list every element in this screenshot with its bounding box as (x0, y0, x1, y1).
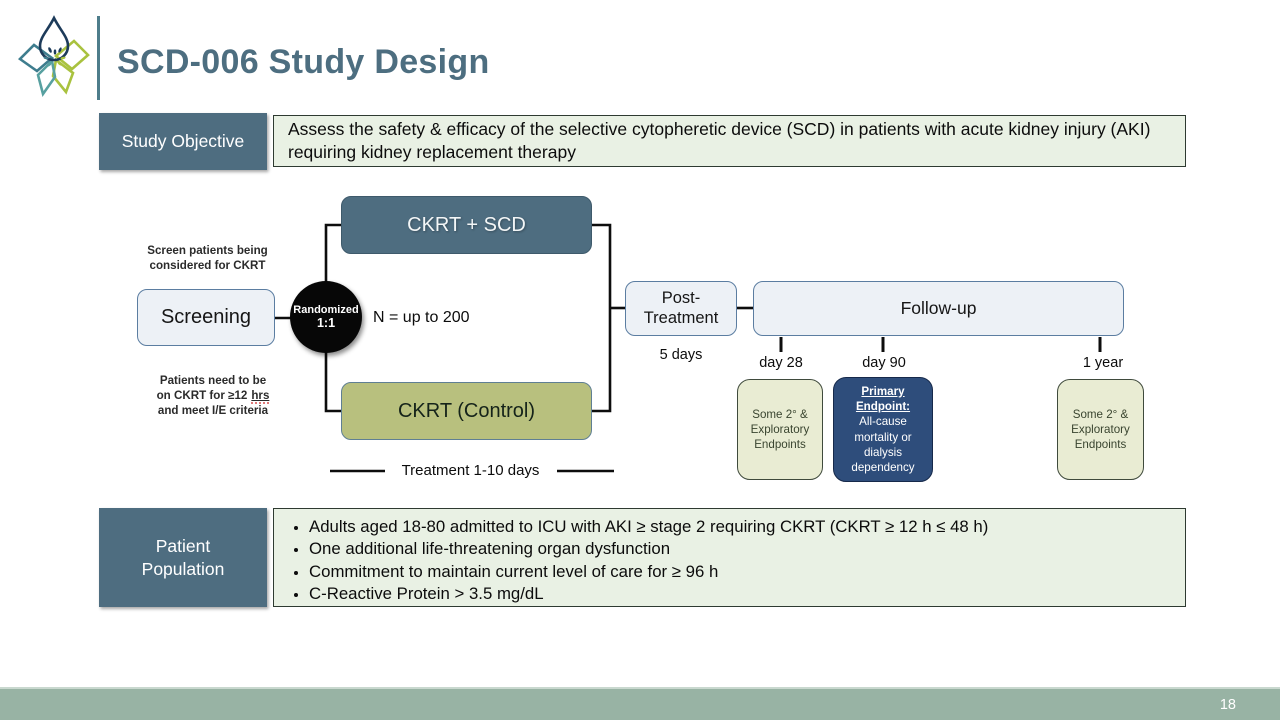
patient-population-box: Adults aged 18-80 admitted to ICU with A… (273, 508, 1186, 607)
post-treatment-label: Post-Treatment (644, 289, 719, 329)
primary-endpoint-title: Primary Endpoint: (855, 384, 911, 413)
study-objective-label: Study Objective (99, 113, 267, 170)
bullet-item: Commitment to maintain current level of … (309, 561, 1175, 583)
company-logo-icon (17, 15, 90, 98)
patient-population-label-line1: Patient (155, 535, 211, 556)
study-objective-label-text: Study Objective (121, 131, 245, 152)
ckrt-note-line2-prefix: on CKRT for ≥12 (156, 389, 248, 403)
secondary-endpoints-box-day28: Some 2° & Exploratory Endpoints (737, 379, 823, 480)
bullet-item: C-Reactive Protein > 3.5 mg/dL (309, 583, 1175, 605)
secondary-endpoints-box-1year: Some 2° & Exploratory Endpoints (1057, 379, 1144, 480)
timepoint-day90: day 90 (862, 355, 906, 371)
study-objective-text: Assess the safety & efficacy of the sele… (288, 118, 1151, 162)
followup-box: Follow-up (753, 281, 1124, 336)
secondary-endpoints-text-right: Some 2° & Exploratory Endpoints (1071, 407, 1130, 452)
ckrt-note-line1: Patients need to be (159, 374, 267, 387)
followup-label: Follow-up (900, 298, 977, 318)
arm-ckrt-scd-box: CKRT + SCD (341, 196, 592, 254)
sample-size-label: N = up to 200 (373, 309, 470, 326)
post-treatment-line2: Treatment (643, 308, 719, 327)
secondary-endpoints-text-left: Some 2° & Exploratory Endpoints (750, 407, 810, 452)
study-objective-text-box: Assess the safety & efficacy of the sele… (273, 115, 1186, 167)
primary-endpoint-box: Primary Endpoint: All-cause mortality or… (833, 377, 933, 482)
screening-box: Screening (137, 289, 275, 346)
patient-population-label: Patient Population (99, 508, 267, 607)
screen-note-line1: Screen patients being (147, 244, 268, 257)
screen-note: Screen patients being considered for CKR… (140, 243, 275, 273)
timepoint-1year: 1 year (1082, 355, 1124, 371)
primary-endpoint-body: All-cause mortality or dialysis dependen… (851, 415, 915, 475)
patient-population-label-line2: Population (141, 558, 225, 579)
bullet-item: One additional life-threatening organ dy… (309, 538, 1175, 560)
page-number: 18 (1219, 696, 1236, 713)
page-title: SCD-006 Study Design (117, 43, 490, 81)
randomized-ratio: 1:1 (316, 316, 336, 330)
ckrt-note-line3: and meet I/E criteria (157, 404, 269, 418)
post-treatment-box: Post-Treatment (625, 281, 737, 336)
ckrt-note-hrs-word: hrs (251, 389, 270, 405)
footer-bar: 18 (0, 687, 1280, 720)
arm-ckrt-control-box: CKRT (Control) (341, 382, 592, 440)
bullet-item: Adults aged 18-80 admitted to ICU with A… (309, 516, 1175, 538)
arm-ckrt-scd-label: CKRT + SCD (407, 213, 526, 236)
post-treatment-line1: Post- (661, 288, 701, 307)
header-divider (97, 16, 100, 100)
arm-ckrt-control-label: CKRT (Control) (397, 399, 536, 422)
treatment-duration-label: Treatment 1-10 days (401, 462, 540, 479)
screening-label: Screening (160, 306, 252, 328)
timepoint-day28: day 28 (759, 355, 803, 371)
randomized-line1: Randomized (293, 304, 359, 316)
randomized-circle: Randomized 1:1 (290, 281, 362, 353)
screen-note-line2: considered for CKRT (149, 259, 266, 273)
patient-population-bullets: Adults aged 18-80 admitted to ICU with A… (290, 516, 1175, 605)
post-treatment-duration: 5 days (659, 347, 703, 363)
